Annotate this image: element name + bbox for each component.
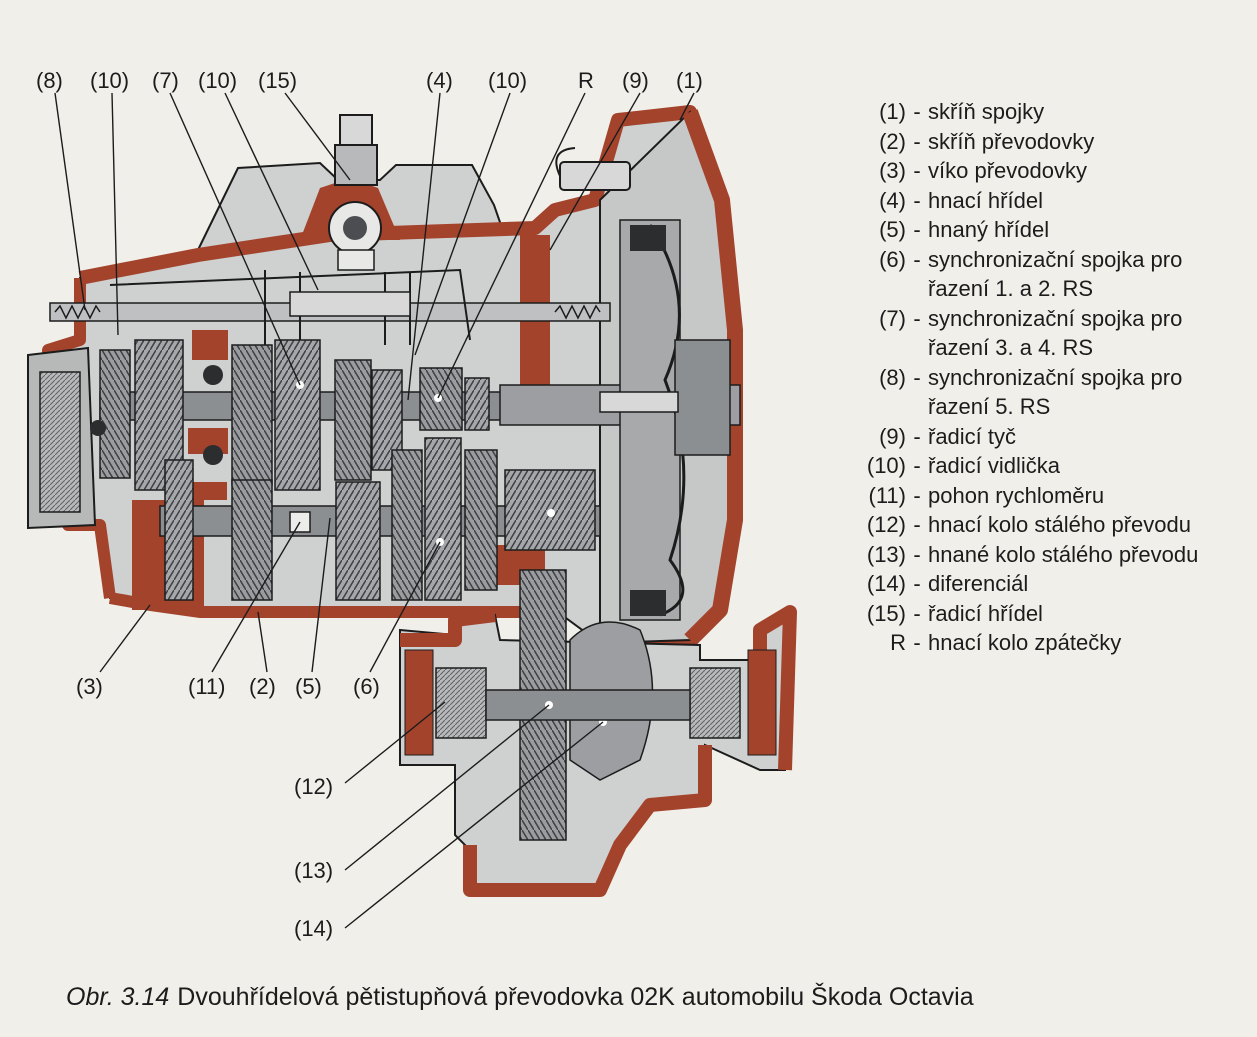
callout-13: (13) [294, 858, 333, 883]
callout-8-top: (8) [36, 68, 63, 93]
callout-15: (15) [258, 68, 297, 93]
callout-12: (12) [294, 774, 333, 799]
legend-item: (13)-hnané kolo stálého převodu [866, 541, 1199, 567]
callout-R: R [578, 68, 594, 93]
legend-item: (15)-řadicí hřídel [866, 600, 1043, 626]
legend-item: (14)-diferenciál [866, 571, 1029, 596]
figure-title: Dvouhřídelová pětistupňová převodovka 02… [177, 983, 974, 1011]
callout-10-right: (10) [488, 68, 527, 93]
legend-item: (11)-pohon rychloměru [868, 482, 1105, 508]
parts-legend: (1)-skříň spojky (2)-skříň převodovky (3… [840, 97, 1248, 658]
callout-7: (7) [152, 68, 179, 93]
callout-10-mid: (10) [198, 68, 237, 93]
callout-9: (9) [622, 68, 649, 93]
legend-item: (8)-synchronizační spojka pro řazení 5. … [879, 364, 1183, 420]
leader-lines [54, 92, 695, 929]
callout-14: (14) [294, 916, 333, 941]
callout-2: (2) [249, 674, 276, 699]
callout-5: (5) [295, 674, 322, 699]
callout-4: (4) [426, 68, 453, 93]
legend-item: (12)-hnací kolo stálého převodu [866, 512, 1191, 537]
callout-3: (3) [76, 674, 103, 699]
callout-10-left: (10) [90, 68, 129, 93]
legend-item: (4)-hnací hřídel [879, 187, 1043, 213]
differential-assembly [399, 569, 797, 897]
legend-item: (3)-víko převodovky [879, 158, 1087, 183]
legend-item: (6)-synchronizační spojka pro řazení 1. … [879, 246, 1183, 302]
legend-item: R-hnací kolo zpátečky [890, 630, 1122, 655]
callout-1: (1) [676, 68, 703, 93]
legend-item: (7)-synchronizační spojka pro řazení 3. … [879, 305, 1183, 361]
legend-item: (9)-řadicí tyč [879, 423, 1017, 449]
callout-11: (11) [188, 674, 226, 699]
clutch-assembly [599, 219, 731, 621]
legend-item: (2)-skříň převodovky [879, 128, 1095, 154]
figure-number: Obr. 3.14 [66, 983, 170, 1011]
callout-labels: (8) (10) (7) (10) (15) (4) (10) R (9) (1… [36, 68, 703, 941]
legend-item: (5)-hnaný hřídel [879, 217, 1050, 242]
legend-item: (1)-skříň spojky [879, 99, 1045, 124]
legend-item: (10)-řadicí vidlička [866, 453, 1061, 478]
callout-6: (6) [353, 674, 380, 699]
